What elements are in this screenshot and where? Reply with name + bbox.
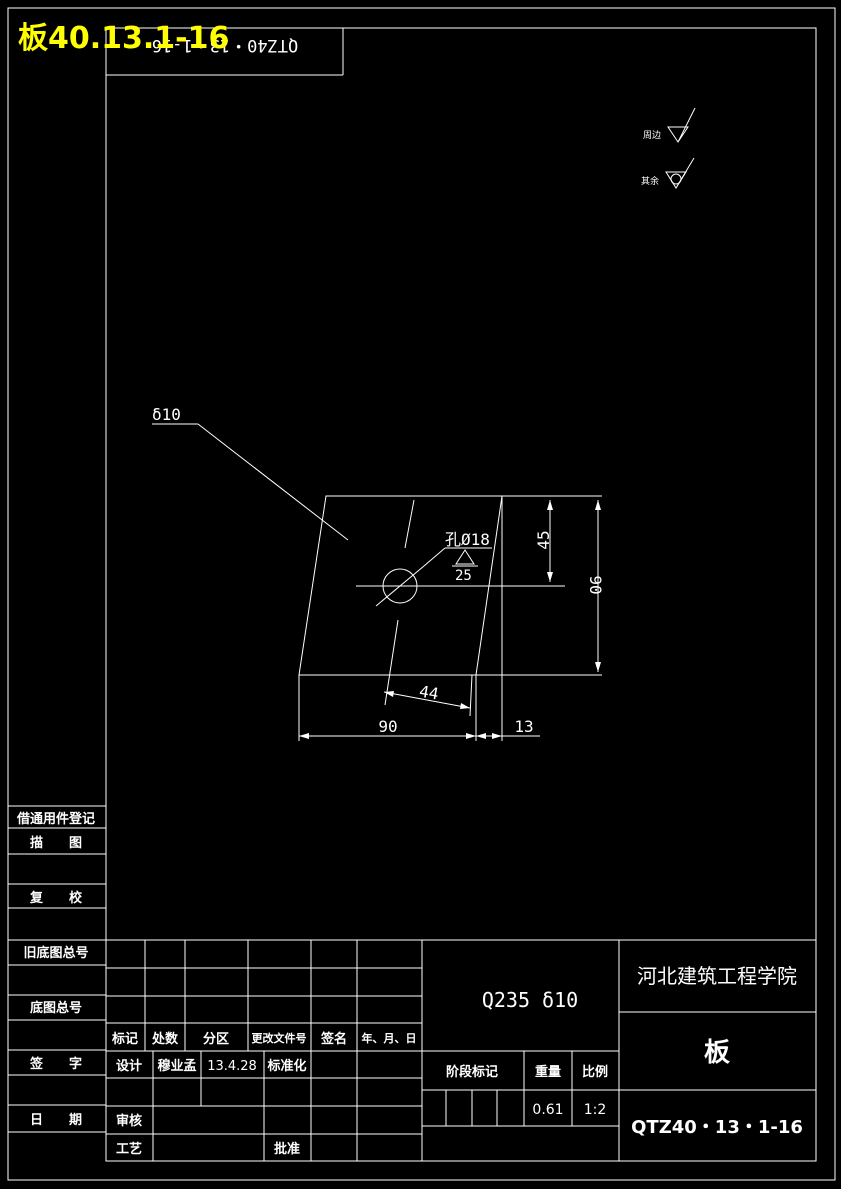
tb-weight: 重量 (535, 1064, 561, 1080)
dim-90-right: 90 (586, 575, 605, 594)
overlay-title: 板40.13.1-16 (18, 21, 229, 56)
tb-scale: 比例 (582, 1064, 608, 1080)
left-strip-label: 底图总号 (30, 1000, 82, 1016)
tb-stage-mark: 阶段标记 (446, 1064, 498, 1080)
tb-school: 河北建筑工程学院 (637, 964, 797, 988)
title-block: 标记 处数 分区 更改文件号 签名 年、月、日 设计 穆业孟 13.4.28 标… (106, 939, 816, 1161)
tb-part-name: 板 (704, 1038, 730, 1068)
tb-review: 审核 (116, 1113, 142, 1129)
tb-scale-value: 1:2 (584, 1102, 607, 1118)
left-strip-label: 旧底图总号 (23, 945, 88, 961)
tb-design-date: 13.4.28 (207, 1059, 257, 1074)
roughness-symbols: 周边 其余 (641, 107, 696, 189)
tb-col-docno: 更改文件号 (252, 1031, 307, 1045)
left-strip-label: 复 校 (29, 890, 83, 906)
tb-material: Q235 δ10 (482, 988, 578, 1012)
roughness-other-label: 其余 (641, 175, 659, 187)
tb-col-date: 年、月、日 (362, 1031, 417, 1045)
dim-13: 13 (514, 717, 533, 736)
tb-approve: 批准 (274, 1141, 300, 1157)
inner-frame (105, 27, 817, 1162)
tb-designer: 穆业孟 (157, 1058, 196, 1074)
dim-45: 45 (534, 530, 553, 549)
dim-44: 44 (418, 682, 440, 704)
tb-col-mark: 标记 (111, 1031, 138, 1047)
tb-weight-value: 0.61 (532, 1102, 563, 1118)
tb-col-sign: 签名 (320, 1031, 347, 1047)
left-strip-label: 签 字 (29, 1056, 82, 1072)
hole-roughness: 25 (455, 568, 472, 584)
hole-label: 孔Ø18 (445, 530, 490, 549)
left-strip-label: 日 期 (30, 1113, 82, 1128)
roughness-circle-icon (670, 173, 682, 185)
tb-drawing-no: QTZ40・13・1-16 (631, 1117, 803, 1138)
tb-design: 设计 (116, 1058, 142, 1074)
roughness-triangle-icon (667, 107, 696, 143)
thickness-label: δ10 (152, 405, 181, 424)
roughness-circle-triangle-icon (665, 157, 695, 189)
part-drawing: δ10 孔Ø18 25 45 90 44 90 (152, 405, 605, 741)
left-strip-label: 借通用件登记 (16, 811, 95, 827)
roughness-weld-label: 周边 (643, 130, 661, 141)
tb-process: 工艺 (116, 1141, 142, 1157)
top-code-text: QTZ40・13・1-16 (152, 35, 299, 55)
dim-90-bottom: 90 (378, 717, 397, 736)
tb-standard: 标准化 (266, 1058, 306, 1074)
left-registration-strip: 借通用件登记 描 图 复 校 旧底图总号 底图总号 签 字 日 期 (8, 805, 106, 1133)
tb-col-zone: 分区 (203, 1031, 229, 1047)
left-strip-label: 描 图 (30, 835, 82, 851)
tb-col-count: 处数 (151, 1031, 179, 1047)
